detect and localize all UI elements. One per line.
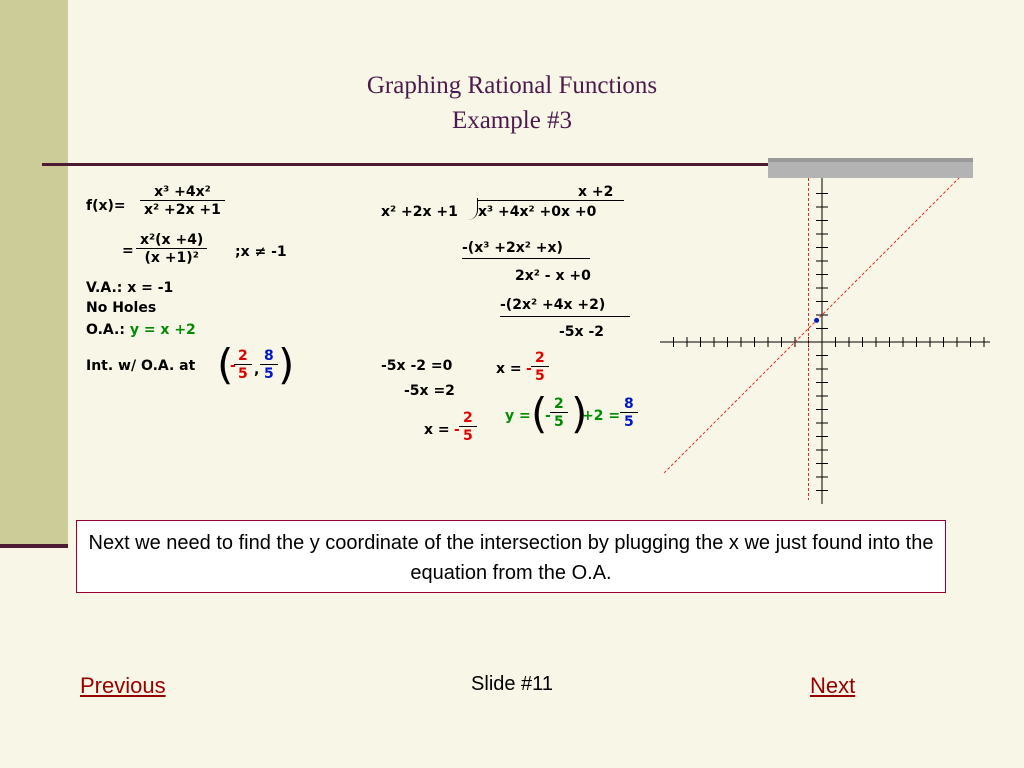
solve-equation-1: -5x -2 =0 xyxy=(381,358,453,374)
factored-denominator: (x +1)² xyxy=(144,250,199,266)
solve-x2-fraction: 2 5 xyxy=(459,410,477,444)
equals-sign: = xyxy=(122,243,134,259)
fx-denominator: x² +2x +1 xyxy=(144,202,221,218)
division-remainder-1: 2x² - x +0 xyxy=(515,268,591,284)
factored-fraction: x²(x +4) (x +1)² xyxy=(136,232,208,266)
division-subtract-1: -(x³ +2x² +x) xyxy=(462,240,563,256)
oblique-asymptote: O.A.: y = x +2 xyxy=(86,322,196,338)
holes-note: No Holes xyxy=(86,300,157,316)
factored-numerator: x²(x +4) xyxy=(136,232,208,249)
division-line-2 xyxy=(500,316,630,317)
slide-number: Slide #11 xyxy=(471,673,553,695)
int-y-fraction: 8 5 xyxy=(260,348,278,382)
domain-restriction: ;x ≠ -1 xyxy=(235,244,287,260)
graph-header-bar xyxy=(768,158,973,178)
solve-x-fraction: 2 5 xyxy=(531,350,549,384)
title-line-1: Graphing Rational Functions xyxy=(366,72,658,99)
int-x-sign: - xyxy=(230,358,236,374)
left-accent-rule xyxy=(0,544,68,548)
coordinate-graph xyxy=(660,178,990,504)
intersection-point xyxy=(814,317,820,323)
int-open-paren: ( xyxy=(217,340,234,389)
division-remainder-2: -5x -2 xyxy=(559,324,605,340)
left-accent-band xyxy=(0,0,68,548)
division-quotient: x +2 xyxy=(578,184,614,200)
division-divisor: x² +2x +1 xyxy=(381,204,458,220)
fx-numerator: x³ +4x² xyxy=(140,184,225,201)
solve-x-label: x = xyxy=(496,361,522,377)
solve-y-fraction: 2 5 xyxy=(550,396,568,430)
division-bracket xyxy=(467,198,478,220)
solve-x-sign: - xyxy=(526,361,532,377)
solve-y-label: y = xyxy=(505,408,531,424)
fx-label: f(x)= xyxy=(86,198,126,214)
intersection-label: Int. w/ O.A. at xyxy=(86,358,196,374)
title-line-2: Example #3 xyxy=(451,107,573,134)
int-close-paren: ) xyxy=(278,340,295,389)
previous-link[interactable]: Previous xyxy=(80,673,166,698)
int-comma: , xyxy=(254,362,260,378)
explanation-note: Next we need to find the y coordinate of… xyxy=(76,520,946,593)
solve-x2-sign: - xyxy=(454,422,460,438)
solve-x2-label: x = xyxy=(424,422,450,438)
division-subtract-2: -(2x² +4x +2) xyxy=(500,297,606,313)
solve-y-open-paren: ( xyxy=(531,389,548,438)
fx-fraction: x³ +4x² x² +2x +1 xyxy=(140,184,225,218)
solve-y-plus: +2 = xyxy=(582,408,621,424)
oblique-asymptote-line xyxy=(663,178,960,474)
vertical-asymptote: V.A.: x = -1 xyxy=(86,280,174,296)
title-divider xyxy=(42,163,772,166)
solve-y-close-paren: ) xyxy=(571,389,588,438)
division-bar xyxy=(478,200,624,201)
division-line-1 xyxy=(462,258,590,259)
solve-y-sign: - xyxy=(545,408,551,424)
solve-equation-2: -5x =2 xyxy=(404,383,455,399)
solve-y-result: 8 5 xyxy=(620,396,638,430)
slide-title: Graphing Rational Functions Example #3 xyxy=(0,68,1024,138)
int-x-fraction: 2 5 xyxy=(234,348,252,382)
next-link[interactable]: Next xyxy=(810,673,856,698)
division-dividend: x³ +4x² +0x +0 xyxy=(478,204,597,220)
